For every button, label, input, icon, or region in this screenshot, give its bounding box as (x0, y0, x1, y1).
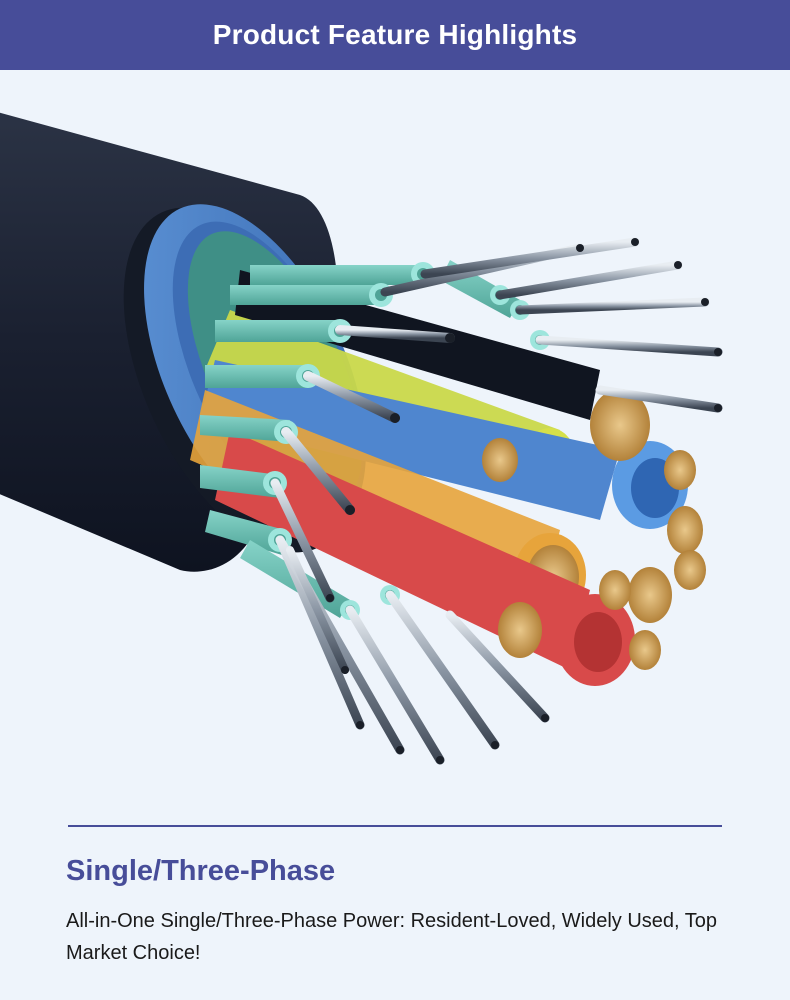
power-cores (190, 270, 706, 686)
header-banner: Product Feature Highlights (0, 0, 790, 70)
wire-ends (326, 238, 722, 764)
page-title: Product Feature Highlights (212, 19, 578, 50)
product-image (0, 70, 790, 810)
section-divider (68, 825, 722, 827)
feature-description: All-in-One Single/Three-Phase Power: Res… (66, 910, 718, 964)
feature-heading: Single/Three-Phase (66, 855, 336, 887)
steel-wires (270, 237, 723, 765)
cable-illustration (0, 112, 723, 765)
fiber-tubes (200, 260, 520, 618)
